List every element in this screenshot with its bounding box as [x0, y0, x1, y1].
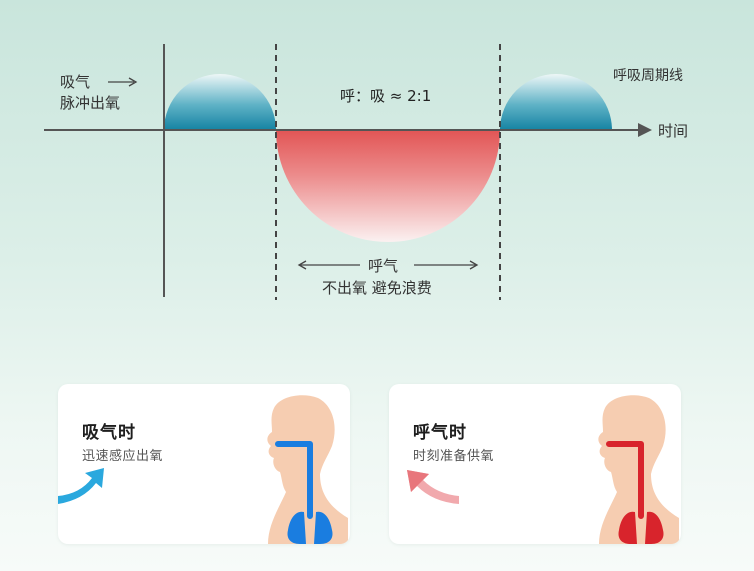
- exhale-card: 呼气时 时刻准备供氧: [389, 384, 681, 544]
- cycle-label: 呼吸周期线: [613, 68, 683, 84]
- exhale-curved-arrow-icon: [407, 470, 459, 504]
- inhale-wave-2: [500, 74, 612, 130]
- airway-blue: [275, 441, 313, 519]
- time-axis-arrowhead: [638, 123, 652, 137]
- airway-red: [606, 441, 644, 519]
- head-lungs-figure-inhale: [267, 395, 348, 544]
- inhale-wave-1: [164, 74, 276, 130]
- lung-left-blue: [287, 511, 306, 544]
- exhale-label: 呼气: [368, 257, 398, 275]
- inhale-curved-arrow-icon: [58, 468, 104, 504]
- exhale-arrow-right-head: [469, 260, 479, 270]
- lung-right-red: [645, 511, 664, 544]
- time-label: 时间: [658, 122, 688, 140]
- inhale-label-line2: 脉冲出氧: [60, 94, 120, 112]
- exhale-wave: [276, 130, 500, 242]
- exhale-card-subtitle: 时刻准备供氧: [413, 449, 495, 464]
- breathing-diagram: 吸气 脉冲出氧 呼：吸 ≈ 2:1 呼吸周期线 时间 呼气 不出氧 避免浪费: [44, 44, 688, 300]
- head-lungs-figure-exhale: [598, 395, 679, 544]
- inhale-card-subtitle: 迅速感应出氧: [82, 449, 164, 464]
- lung-right-blue: [314, 511, 333, 544]
- inhale-arrow-head: [128, 77, 138, 87]
- lung-left-red: [618, 511, 637, 544]
- inhale-label-line1: 吸气: [60, 73, 90, 91]
- ratio-label: 呼：吸 ≈ 2:1: [340, 87, 431, 105]
- inhale-card-title: 吸气时: [82, 423, 136, 443]
- inhale-card: 吸气时 迅速感应出氧: [58, 384, 350, 544]
- exhale-sub: 不出氧 避免浪费: [322, 279, 432, 297]
- exhale-arrow-left-head: [297, 260, 307, 270]
- exhale-card-title: 呼气时: [413, 423, 467, 443]
